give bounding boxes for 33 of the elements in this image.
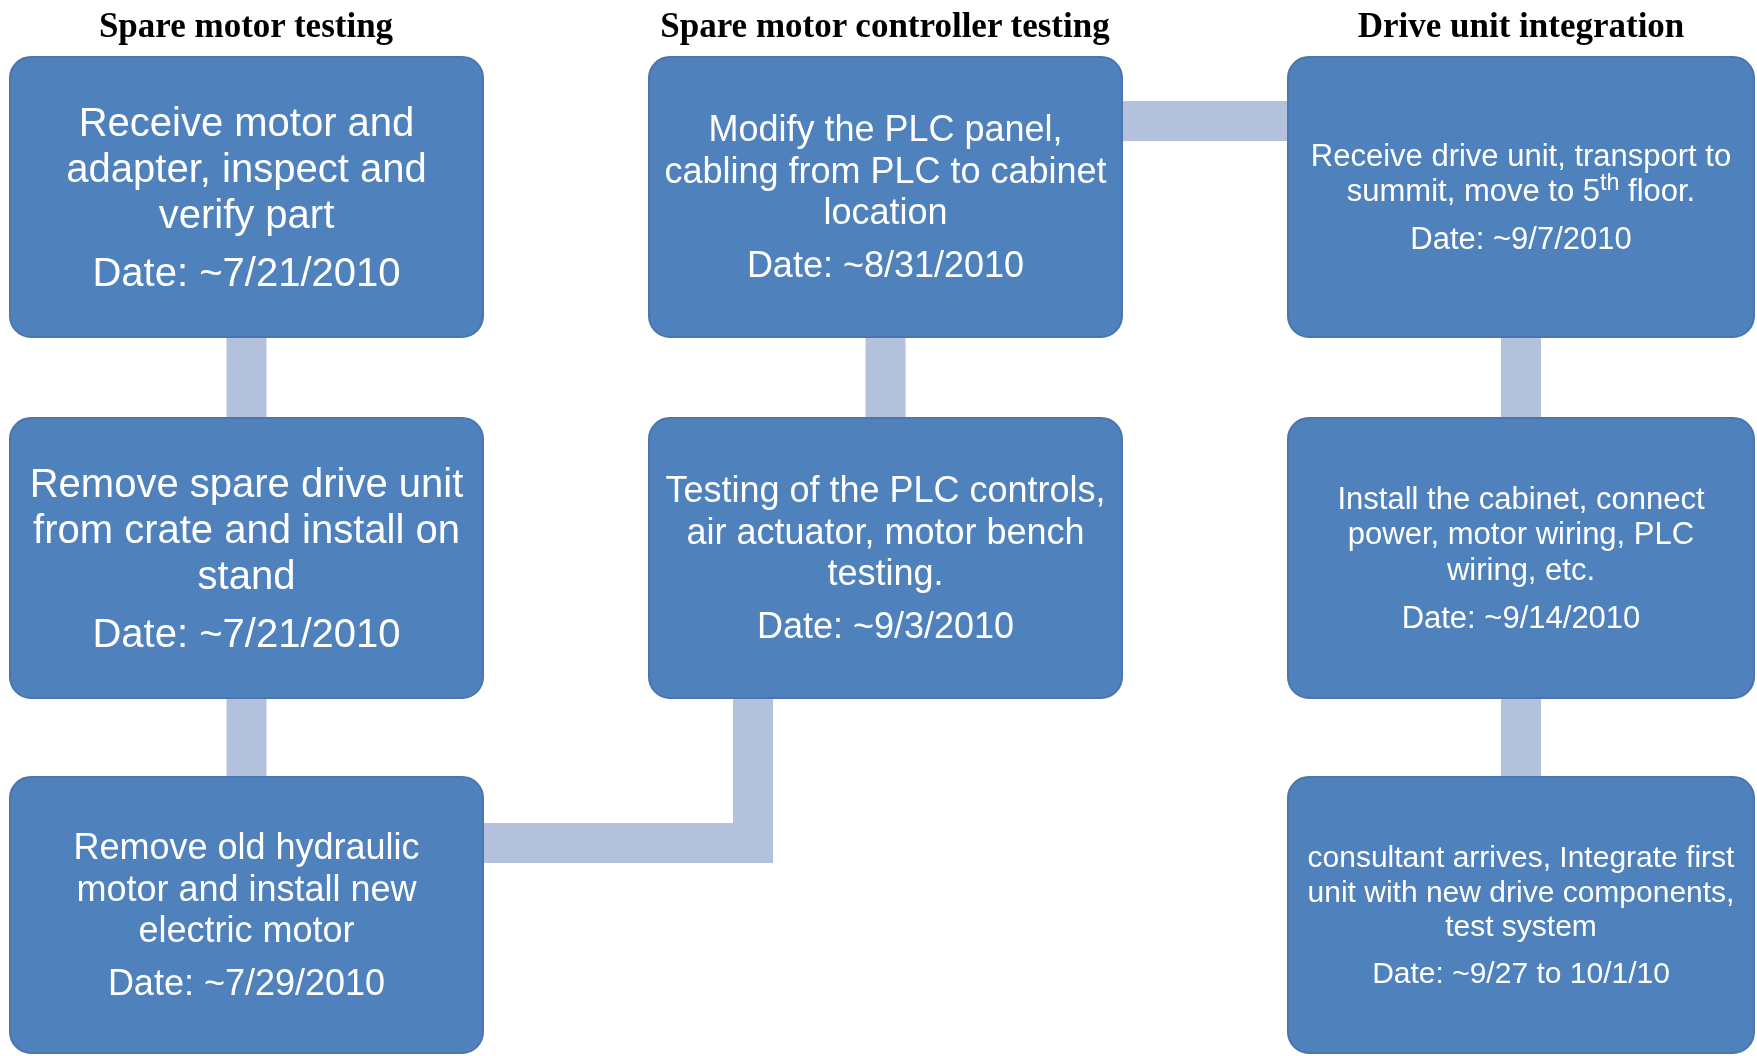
process-box [1287, 56, 1755, 338]
connector-bar [1501, 338, 1541, 417]
task-date: Date: ~9/14/2010 [1401, 599, 1641, 636]
task-date: Date: ~7/29/2010 [107, 962, 386, 1004]
connector-bar [865, 338, 906, 417]
task-date: Date: ~9/27 to 10/1/10 [1372, 955, 1670, 990]
column-heading: Spare motor testing [98, 5, 394, 47]
column-heading: Spare motor controller testing [660, 5, 1110, 47]
process-box [9, 776, 484, 1054]
process-box [1287, 776, 1755, 1054]
task-date: Date: ~7/21/2010 [92, 249, 401, 295]
task-description: Modify the PLC panel, cabling from PLC to cabinet location [663, 108, 1108, 233]
process-box [648, 56, 1123, 338]
task-description: Receive drive unit, transport to summit, move to 5$^{th}$ floor. [1309, 137, 1733, 209]
task-description: consultant arrives, Integrate first unit with new drive components, test system [1306, 840, 1736, 944]
connector-bar [226, 338, 267, 417]
connector-bar [226, 699, 267, 776]
task-date: Date: ~9/3/2010 [756, 605, 1015, 647]
task-description: Receive motor and adapter, inspect and verify part [65, 99, 428, 237]
process-box [1287, 417, 1755, 699]
task-date: Date: ~9/7/2010 [1410, 220, 1632, 257]
task-date: Date: ~8/31/2010 [746, 244, 1025, 286]
connector-bar [484, 699, 773, 863]
process-box [9, 56, 484, 338]
process-box [648, 417, 1123, 699]
process-box [9, 417, 484, 699]
task-description: Install the cabinet, connect power, motor wiring, PLC wiring, etc. [1336, 480, 1706, 588]
task-description: Remove old hydraulic motor and install new electric motor [72, 826, 421, 951]
task-date: Date: ~7/21/2010 [92, 610, 401, 656]
task-description: Testing of the PLC controls, air actuator, motor bench testing. [664, 469, 1107, 594]
task-description: Remove spare drive unit from crate and install on stand [28, 460, 465, 598]
column-heading: Drive unit integration [1357, 5, 1685, 47]
connector-bar [1123, 101, 1287, 141]
